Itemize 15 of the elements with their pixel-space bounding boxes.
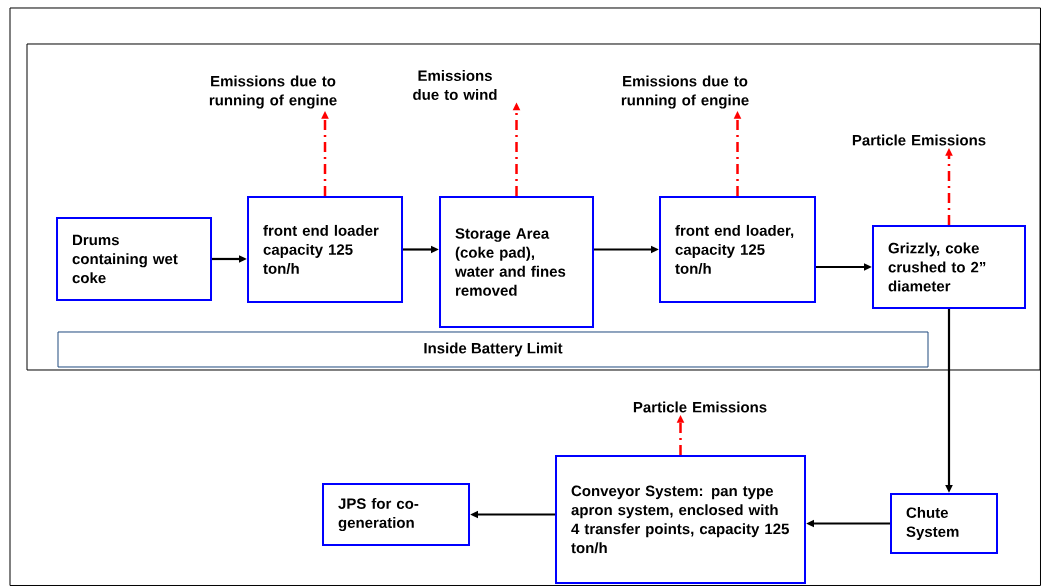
emission-label: Emissions due to wind <box>413 70 497 100</box>
emission-label: Emissions due to running of engine <box>209 75 337 109</box>
process-box: Grizzly, coke crushed to 2” diameter <box>872 225 1026 309</box>
region-box <box>26 43 1041 371</box>
process-box: Conveyor System: pan type apron system, enclosed with 4 transfer points, capacity 125 ton/h <box>555 455 806 584</box>
emission-label: Particle Emissions <box>633 401 767 413</box>
boundary-band: Inside Battery Limit <box>57 331 929 368</box>
process-box: Chute System <box>890 493 998 554</box>
process-box: JPS for co-generation <box>322 483 470 546</box>
emission-label: Emissions due to running of engine <box>621 75 749 109</box>
process-box: Drums containing wet coke <box>56 217 212 301</box>
emission-label: Particle Emissions <box>852 134 986 146</box>
process-box: front end loader, capacity 125 ton/h <box>659 196 816 303</box>
process-box: Storage Area (coke pad), water and fines removed <box>439 196 594 328</box>
process-box: front end loader capacity 125 ton/h <box>247 196 403 303</box>
